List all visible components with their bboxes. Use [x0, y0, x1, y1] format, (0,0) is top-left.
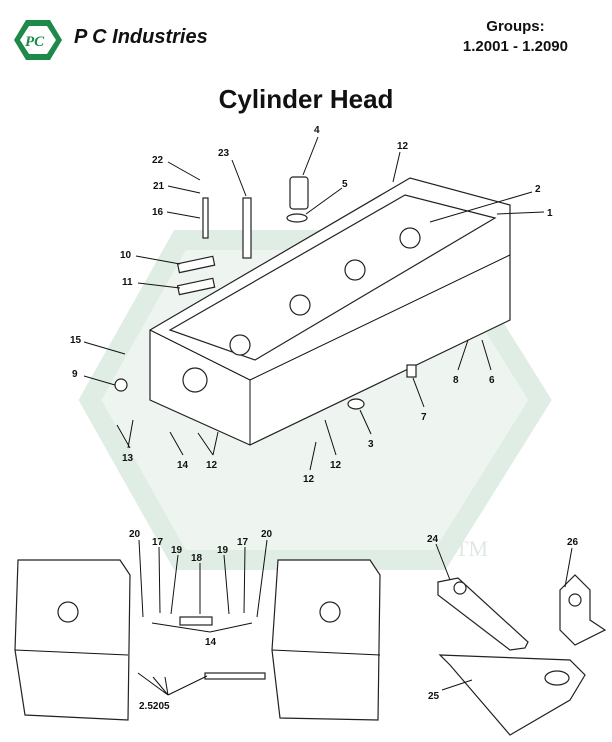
callout-label: 17: [237, 537, 249, 548]
leader-lines: [83, 136, 573, 696]
callout-label: 3: [368, 439, 374, 450]
callout-label: 5: [342, 179, 348, 190]
callouts-bottom: 20 17 19 18 19 17 20 14 2.5205 24 26 25: [129, 529, 579, 712]
callout-label: 25: [428, 691, 440, 702]
callout-label: 7: [421, 412, 427, 423]
groups-range: 1.2001 - 1.2090: [462, 38, 568, 55]
groups-label: Groups:: [486, 18, 545, 35]
callout-label: 12: [330, 460, 342, 471]
logo-text: PC: [25, 34, 45, 50]
callout-label: 26: [567, 537, 579, 548]
loose-parts: [114, 176, 417, 410]
callout-label: 2.5205: [139, 701, 170, 712]
groups-info: Groups: 1.2001 - 1.2090: [463, 17, 568, 57]
callout-label: 17: [152, 537, 164, 548]
callout-label: 15: [70, 335, 82, 346]
callout-label: 13: [122, 453, 134, 464]
cylinder-head: [149, 177, 511, 446]
callout-label: 20: [129, 529, 141, 540]
callout-label: 1: [547, 208, 553, 219]
brackets: [437, 574, 607, 736]
callout-label: 4: [314, 125, 320, 136]
callout-label: 12: [303, 474, 315, 485]
callout-label: 19: [217, 545, 229, 556]
callout-label: 12: [397, 141, 409, 152]
callout-label: 14: [177, 460, 189, 471]
callout-label: 21: [153, 181, 165, 192]
callout-label: 10: [120, 250, 132, 261]
callout-label: 18: [191, 553, 203, 564]
callout-label: 14: [205, 637, 217, 648]
callout-label: 16: [152, 207, 164, 218]
callout-label: 11: [122, 277, 133, 288]
callout-label: 24: [427, 534, 439, 545]
callout-label: 8: [453, 375, 459, 386]
watermark-tm: TM: [455, 536, 488, 561]
callout-label: 6: [489, 375, 495, 386]
callout-label: 19: [171, 545, 183, 556]
cylinder-head-end-views: [14, 559, 381, 721]
callout-label: 20: [261, 529, 273, 540]
brand-name: P C Industries: [74, 26, 208, 48]
callout-label: 23: [218, 148, 230, 159]
callout-label: 9: [72, 369, 78, 380]
callout-label: 2: [535, 184, 541, 195]
page-title: Cylinder Head: [218, 84, 394, 114]
callout-label: 22: [152, 155, 164, 166]
pc-logo: PC: [14, 20, 62, 60]
callout-label: 12: [206, 460, 218, 471]
